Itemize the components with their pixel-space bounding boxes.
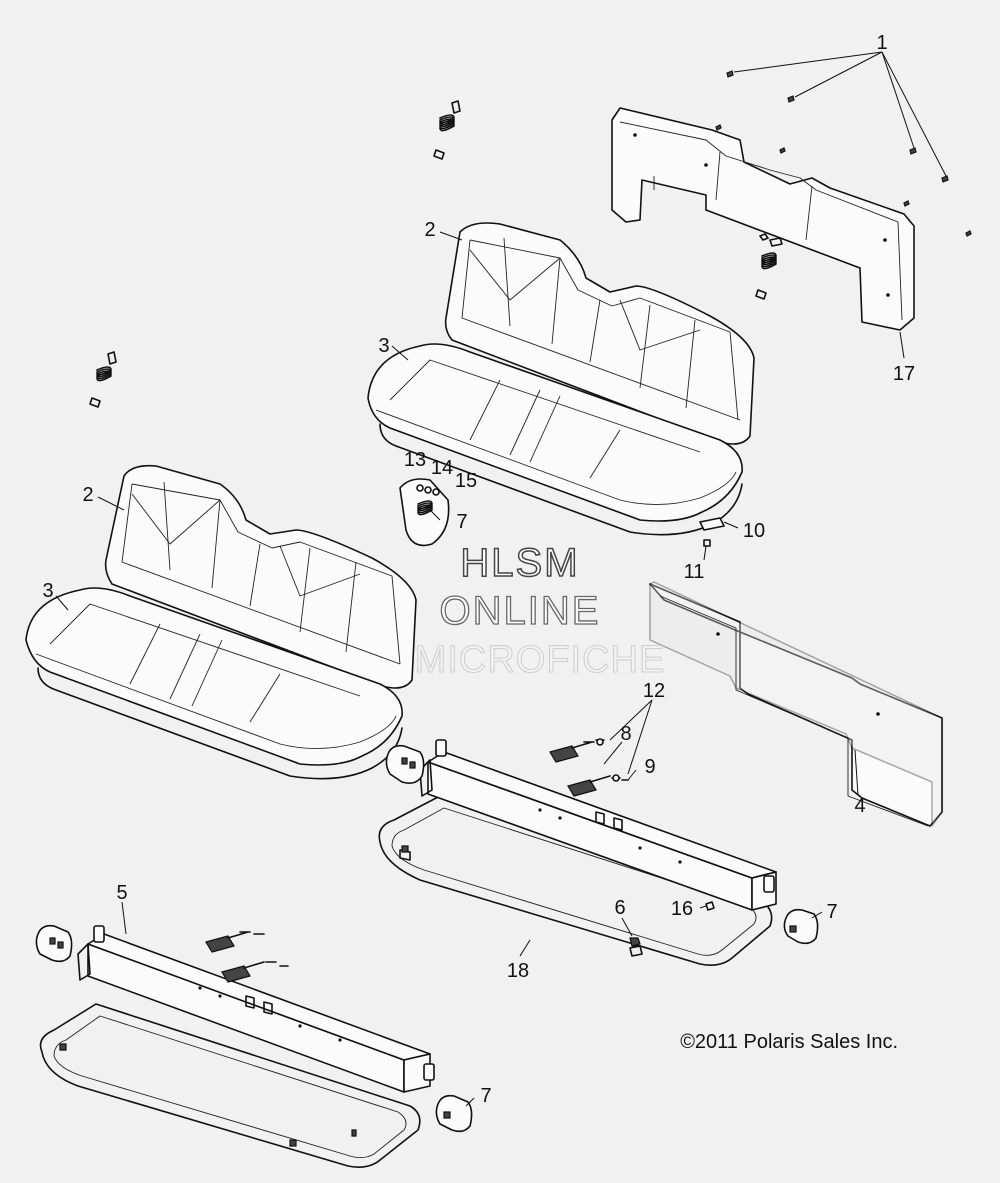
callout-17: 17 — [893, 363, 915, 385]
seat-cushion-lower-3 — [25, 587, 403, 780]
end-cap-lower-right — [435, 1094, 475, 1133]
nut-6 — [621, 917, 641, 947]
end-cap-lower-left — [35, 924, 73, 963]
copyright-notice: ©2011 Polaris Sales Inc. — [680, 1031, 898, 1053]
seat-cushion-upper-3 — [367, 343, 743, 536]
spring-left — [89, 351, 117, 408]
callout-2-lower: 2 — [82, 484, 93, 506]
clip-10 — [699, 517, 739, 561]
end-cap-upper-left — [385, 744, 425, 784]
callout-3-upper: 3 — [378, 335, 389, 357]
callout-10: 10 — [743, 520, 765, 542]
callout-18: 18 — [507, 960, 529, 982]
callout-1: 1 — [876, 32, 887, 54]
bolt-16 — [699, 901, 715, 911]
callout-6: 6 — [614, 897, 625, 919]
callout-12: 12 — [643, 680, 665, 702]
callout-5: 5 — [116, 882, 127, 904]
leader-lines — [55, 231, 905, 957]
belt-buckles-upper — [549, 699, 653, 797]
callout-7-spring: 7 — [456, 511, 467, 533]
end-cap-upper-right — [783, 908, 823, 945]
seat-base-panel-4 — [649, 581, 943, 827]
callout-2-upper: 2 — [424, 219, 435, 241]
callout-4: 4 — [854, 795, 865, 817]
watermark-line-3: MICROFICHE — [415, 639, 666, 681]
callout-16: 16 — [671, 898, 693, 920]
callout-15: 15 — [455, 470, 477, 492]
belt-buckles-lower — [205, 931, 289, 983]
callout-3-lower: 3 — [42, 580, 53, 602]
spring-right — [755, 233, 783, 300]
seat-back-lower-2 — [104, 464, 417, 689]
callout-7-lower: 7 — [480, 1085, 491, 1107]
callout-13: 13 — [404, 449, 426, 471]
watermark-line-2: ONLINE — [440, 589, 601, 633]
callout-8: 8 — [620, 723, 631, 745]
callout-7-right: 7 — [826, 901, 837, 923]
callout-9: 9 — [644, 756, 655, 778]
seat-back-upper-2 — [444, 222, 755, 445]
callout-11: 11 — [684, 561, 705, 583]
seat-frame-left-5 — [39, 925, 435, 1168]
spring-top — [433, 100, 461, 160]
watermark-line-1: HLSM — [460, 541, 579, 585]
seat-frame-right-18 — [378, 739, 777, 966]
callout-14: 14 — [431, 457, 453, 479]
spring-with-cover-7 — [399, 478, 450, 547]
screws-1 — [715, 51, 972, 237]
rear-panel-17 — [611, 107, 915, 331]
